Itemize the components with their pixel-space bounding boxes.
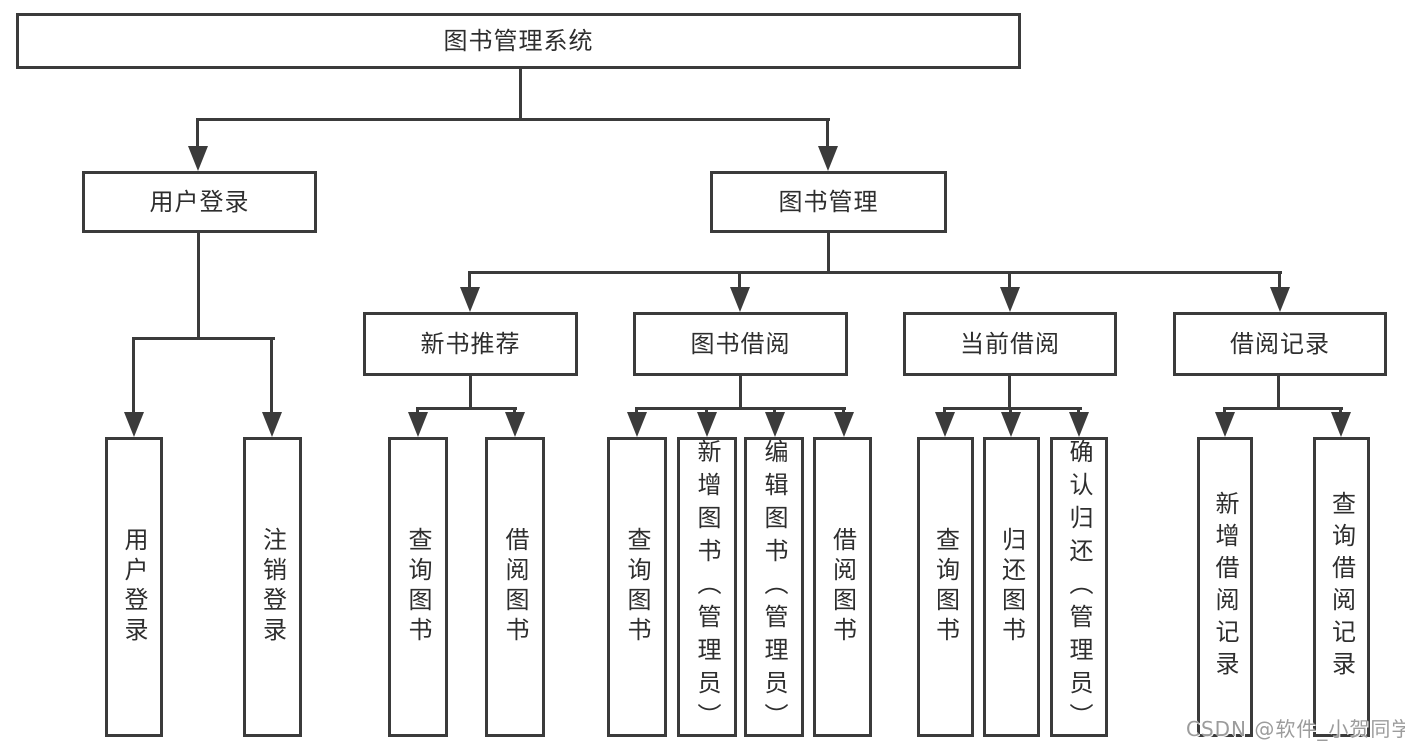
leaf-label: 确认归还（管理员） — [1065, 438, 1093, 736]
edge-user-login-rail — [132, 337, 275, 340]
leaf-label: 借阅图书 — [501, 527, 529, 647]
leaf-confirm-return-admin: 确认归还（管理员） — [1050, 437, 1108, 737]
node-label: 图书管理系统 — [443, 27, 594, 55]
arrow-to-new-book-recommend — [460, 271, 480, 312]
edge-current-borrowing-rail — [943, 407, 1082, 410]
arrow-to-leaf-borrow-books-2 — [834, 407, 854, 437]
arrow-to-leaf-confirm-return — [1069, 407, 1089, 437]
leaf-search-borrow-record: 查询借阅记录 — [1313, 437, 1370, 737]
arrow-to-borrowing-records — [1270, 271, 1290, 312]
leaf-borrow-books-1: 借阅图书 — [485, 437, 545, 737]
arrow-to-leaf-edit-book — [765, 407, 785, 437]
edge-new-book-stem — [469, 376, 472, 409]
node-library-management-system: 图书管理系统 — [16, 13, 1021, 69]
edge-book-management-stem — [827, 233, 830, 273]
arrow-to-leaf-add-book — [697, 407, 717, 437]
edge-borrowing-records-stem — [1277, 376, 1280, 409]
arrow-to-leaf-search-books-1 — [408, 407, 428, 437]
edge-book-borrowing-stem — [739, 376, 742, 409]
arrow-to-leaf-user-login — [124, 337, 144, 437]
node-book-management-branch: 图书管理 — [710, 171, 947, 233]
arrow-to-book-borrowing — [730, 271, 750, 312]
leaf-label: 查询图书 — [404, 527, 432, 647]
edge-root-stem — [519, 69, 522, 120]
arrow-to-book-management-branch — [818, 118, 838, 171]
edge-level2-rail — [197, 118, 830, 121]
leaf-borrow-books-2: 借阅图书 — [813, 437, 872, 737]
arrow-to-leaf-borrow-books-1 — [505, 407, 525, 437]
leaf-add-borrow-record: 新增借阅记录 — [1197, 437, 1253, 737]
arrow-to-leaf-add-borrow-record — [1215, 407, 1235, 437]
edge-book-borrowing-rail — [635, 407, 846, 410]
node-label: 新书推荐 — [420, 330, 521, 358]
leaf-label: 新增图书（管理员） — [693, 438, 721, 736]
node-label: 图书管理 — [778, 188, 879, 216]
arrow-to-leaf-return-books — [1001, 407, 1021, 437]
node-borrowing-records: 借阅记录 — [1173, 312, 1387, 376]
arrow-to-leaf-search-books-3 — [935, 407, 955, 437]
node-new-book-recommend: 新书推荐 — [363, 312, 578, 376]
arrow-to-leaf-search-borrow-record — [1331, 407, 1351, 437]
leaf-label: 注销登录 — [258, 527, 287, 647]
edge-level3-rail — [468, 271, 1282, 274]
watermark: CSDN @软件_小贺同学 — [1186, 717, 1405, 741]
node-user-login-branch: 用户登录 — [82, 171, 317, 233]
leaf-label: 查询图书 — [623, 527, 651, 647]
leaf-label: 借阅图书 — [828, 527, 857, 647]
leaf-add-book-admin: 新增图书（管理员） — [677, 437, 737, 737]
leaf-search-books-3: 查询图书 — [917, 437, 974, 737]
leaf-label: 查询图书 — [931, 527, 960, 647]
leaf-label: 新增借阅记录 — [1211, 491, 1239, 683]
edge-current-borrowing-stem — [1008, 376, 1011, 409]
leaf-return-books: 归还图书 — [983, 437, 1040, 737]
edge-user-login-stem — [197, 233, 200, 339]
node-label: 图书借阅 — [690, 330, 791, 358]
node-book-borrowing: 图书借阅 — [633, 312, 848, 376]
node-label: 用户登录 — [149, 188, 250, 216]
edge-borrowing-records-rail — [1223, 407, 1343, 410]
node-label: 借阅记录 — [1230, 330, 1330, 358]
arrow-to-current-borrowing — [1000, 271, 1020, 312]
edge-new-book-rail — [417, 407, 517, 410]
leaf-edit-book-admin: 编辑图书（管理员） — [744, 437, 804, 737]
leaf-label: 归还图书 — [997, 527, 1026, 647]
leaf-user-login: 用户登录 — [105, 437, 163, 737]
leaf-label: 编辑图书（管理员） — [760, 438, 788, 736]
arrow-to-leaf-logout — [262, 337, 282, 437]
node-label: 当前借阅 — [960, 330, 1060, 358]
node-current-borrowing: 当前借阅 — [903, 312, 1117, 376]
leaf-search-books-2: 查询图书 — [607, 437, 667, 737]
arrow-to-user-login-branch — [188, 118, 208, 171]
arrow-to-leaf-search-books-2 — [627, 407, 647, 437]
leaf-label: 查询借阅记录 — [1327, 491, 1356, 683]
leaf-search-books-1: 查询图书 — [388, 437, 448, 737]
leaf-logout: 注销登录 — [243, 437, 302, 737]
leaf-label: 用户登录 — [120, 527, 148, 647]
